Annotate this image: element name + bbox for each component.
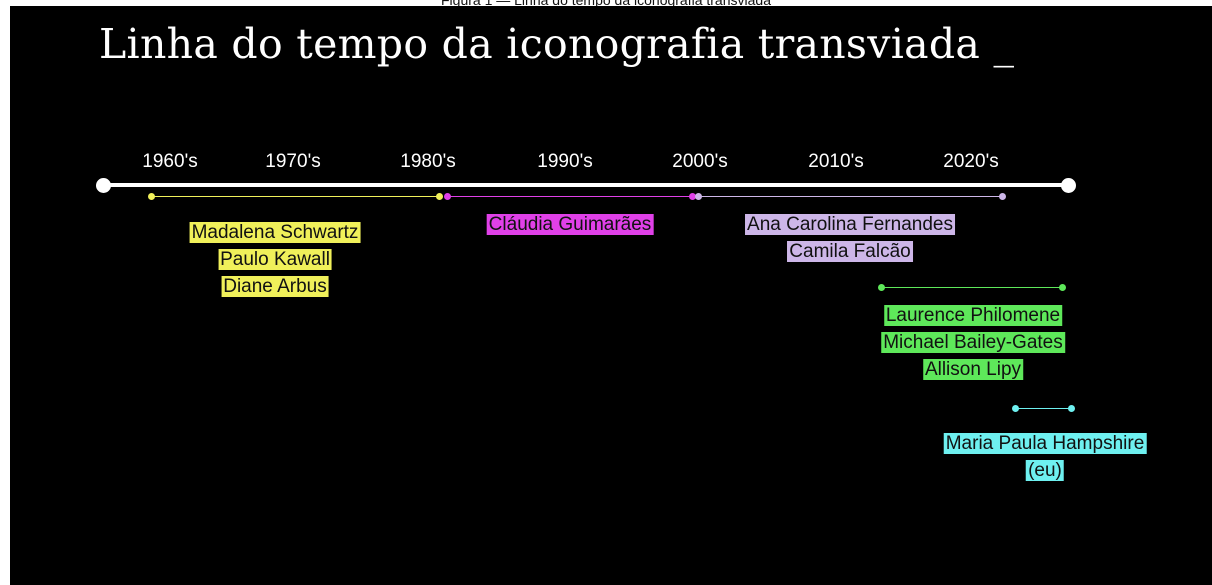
artist-name: Maria Paula Hampshire [943, 433, 1147, 454]
range-end-dot-2020s-b [1068, 405, 1075, 412]
artist-group-1960s: Madalena Schwartz Paulo Kawall Diane Arb… [189, 219, 361, 300]
artist-group-2020s-a: Laurence Philomene Michael Bailey-Gates … [881, 302, 1065, 383]
artist-name: Madalena Schwartz [189, 222, 361, 243]
artist-name: Paulo Kawall [218, 249, 332, 270]
artist-name: Camila Falcão [787, 241, 913, 262]
decade-label-1990s: 1990's [537, 151, 593, 172]
artist-group-2020s-b: Maria Paula Hampshire (eu) [943, 430, 1147, 484]
timeline-end-dot [1061, 178, 1076, 193]
range-end-dot-2000s [999, 193, 1006, 200]
timeline-slide: Linha do tempo da iconografia transviada… [10, 6, 1212, 585]
artist-name: Laurence Philomene [883, 305, 1063, 326]
range-start-dot-2000s [695, 193, 702, 200]
range-line-1980s [447, 196, 692, 197]
range-end-dot-1960s [436, 193, 443, 200]
decade-label-2000s: 2000's [672, 151, 728, 172]
range-line-2000s [698, 196, 1003, 197]
artist-name: Diane Arbus [221, 276, 329, 297]
figure-caption: Figura 1 — Linha do tempo da iconografia… [441, 0, 771, 8]
range-end-dot-1980s [689, 193, 696, 200]
artist-name: Cláudia Guimarães [486, 214, 654, 235]
artist-group-2000s: Ana Carolina Fernandes Camila Falcão [745, 211, 955, 265]
range-line-2020s-a [881, 287, 1062, 288]
range-start-dot-1960s [148, 193, 155, 200]
range-start-dot-1980s [444, 193, 451, 200]
decade-label-2020s: 2020's [943, 151, 999, 172]
artist-group-1980s: Cláudia Guimarães [486, 211, 654, 238]
decade-label-2010s: 2010's [808, 151, 864, 172]
artist-name: (eu) [1026, 460, 1064, 481]
decade-label-1980s: 1980's [400, 151, 456, 172]
range-end-dot-2020s-a [1059, 284, 1066, 291]
range-start-dot-2020s-b [1012, 405, 1019, 412]
range-line-2020s-b [1015, 408, 1071, 409]
artist-name: Ana Carolina Fernandes [745, 214, 955, 235]
artist-name: Michael Bailey-Gates [881, 332, 1065, 353]
decade-label-1970s: 1970's [265, 151, 321, 172]
range-line-1960s [151, 196, 440, 197]
artist-name: Allison Lipy [922, 359, 1024, 380]
slide-title: Linha do tempo da iconografia transviada… [99, 20, 1015, 68]
timeline-axis [104, 183, 1068, 187]
range-start-dot-2020s-a [878, 284, 885, 291]
timeline-start-dot [96, 178, 111, 193]
decade-label-1960s: 1960's [142, 151, 198, 172]
